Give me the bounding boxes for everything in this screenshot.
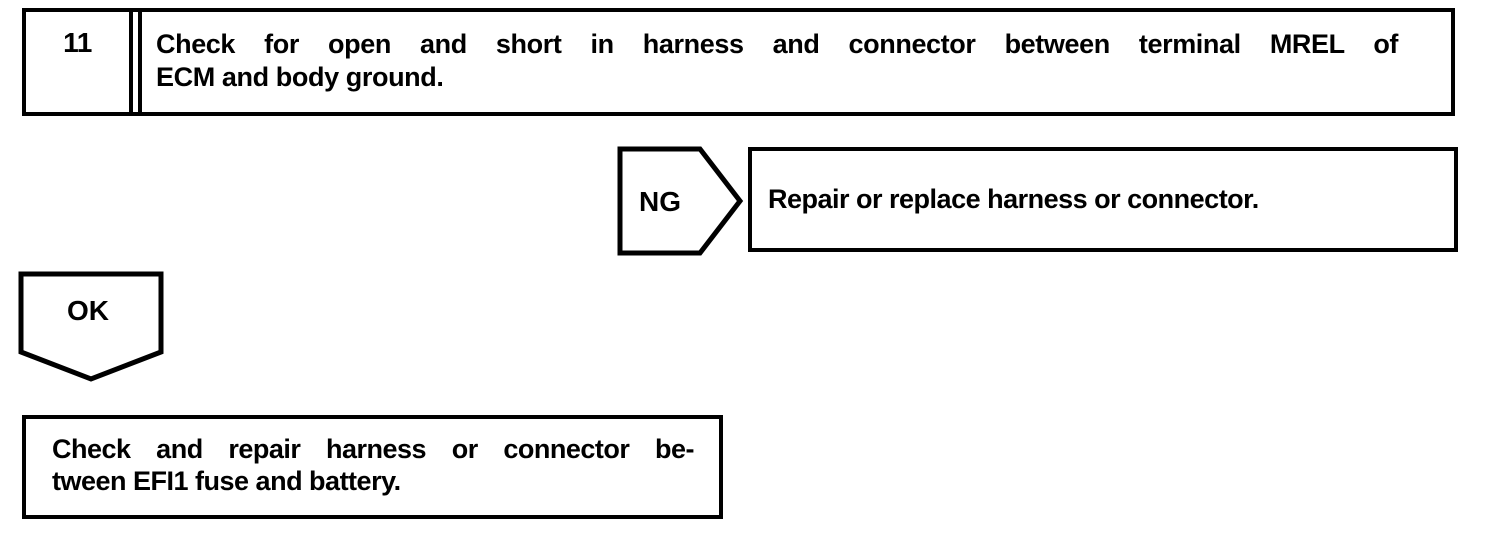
result-box: Check and repair harness or connector be… bbox=[22, 415, 723, 519]
step-description-line2: ECM and body ground. bbox=[156, 62, 444, 92]
ng-arrow-outline bbox=[617, 146, 744, 256]
step-description: Check for open and short in harness and … bbox=[138, 12, 1451, 112]
ng-action-box: Repair or replace harness or connector. bbox=[748, 147, 1458, 252]
ok-label: OK bbox=[67, 295, 109, 326]
result-line2: tween EFI1 fuse and battery. bbox=[52, 466, 401, 496]
ok-arrow-shape: OK bbox=[18, 271, 164, 382]
step-number: 11 bbox=[26, 12, 133, 112]
ng-action-text: Repair or replace harness or connector. bbox=[768, 184, 1259, 214]
ng-label: NG bbox=[639, 186, 681, 217]
ng-arrow-shape: NG bbox=[617, 146, 744, 256]
step-description-line1: Check for open and short in harness and … bbox=[156, 29, 1398, 59]
ok-arrow-outline bbox=[18, 271, 164, 382]
result-line1: Check and repair harness or connector be… bbox=[52, 434, 695, 464]
step-box: 11 Check for open and short in harness a… bbox=[22, 8, 1455, 116]
